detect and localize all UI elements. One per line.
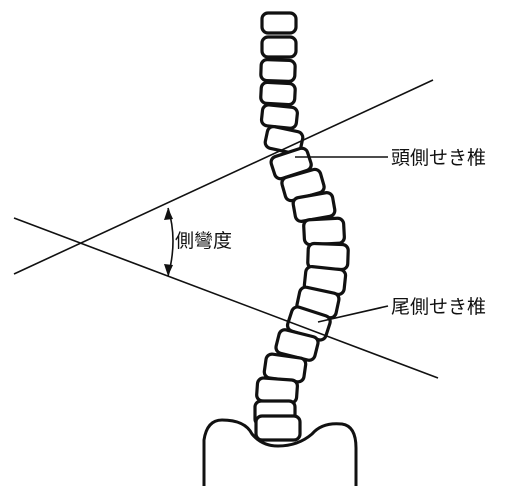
arc-arrowhead-bottom (164, 264, 173, 276)
arc-arrowhead-top (164, 208, 173, 220)
cobb-angle-arc (164, 208, 173, 276)
vertebra (260, 82, 295, 105)
vertebra (262, 37, 296, 57)
spine-column (255, 13, 348, 440)
caudal-vertebra-label: 尾側せき椎 (391, 296, 486, 318)
vertebra (261, 104, 298, 129)
vertebra (303, 218, 344, 245)
vertebra-sacral (256, 416, 300, 440)
cranial-vertebra-label: 頭側せき椎 (391, 147, 486, 169)
vertebra (261, 59, 296, 81)
cobb-angle-label: 側彎度 (175, 230, 232, 252)
vertebra (262, 13, 296, 33)
